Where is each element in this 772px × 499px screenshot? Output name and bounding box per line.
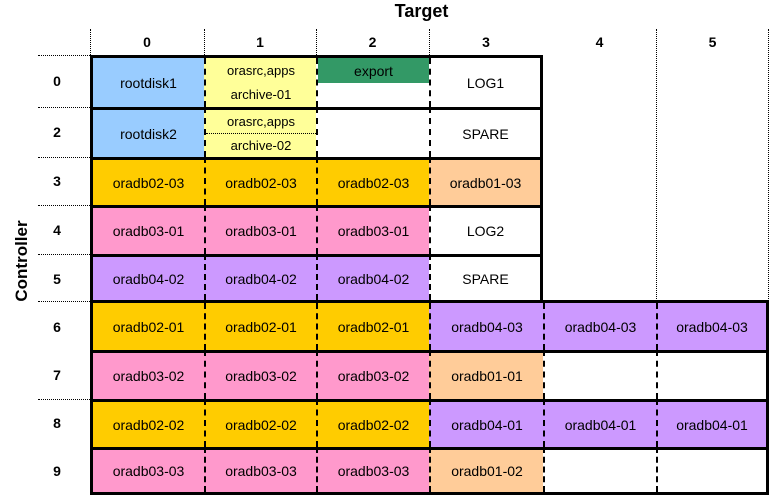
export-cell: export bbox=[318, 58, 429, 83]
column-header-4: 4 bbox=[595, 33, 604, 50]
row-header-0: 0 bbox=[53, 73, 61, 89]
disk-cell: oradb01-03 bbox=[429, 157, 540, 205]
disk-cell: oradb03-02 bbox=[204, 350, 316, 399]
disk-cell: oradb03-01 bbox=[316, 205, 429, 254]
row-header-3: 3 bbox=[53, 173, 61, 189]
disk-cell: export bbox=[316, 58, 429, 107]
disk-cell: oradb02-03 bbox=[316, 157, 429, 205]
dotted-guide-line bbox=[38, 399, 90, 400]
dotted-guide-line bbox=[38, 205, 90, 206]
dotted-guide-line bbox=[38, 157, 90, 158]
disk-cell: oradb04-01 bbox=[543, 399, 656, 447]
disk-cell bbox=[316, 107, 429, 157]
disk-cell bbox=[656, 447, 766, 492]
disk-cell: oradb02-01 bbox=[93, 303, 204, 350]
column-header-0: 0 bbox=[143, 33, 151, 50]
disk-cell-split: orasrc,apps archive-01 bbox=[204, 58, 316, 107]
grid-table-bottom: oradb02-01 oradb02-01 oradb02-01 oradb04… bbox=[90, 300, 769, 495]
column-header-3: 3 bbox=[482, 33, 490, 50]
row-header-2: 2 bbox=[53, 124, 61, 140]
disk-cell: oradb02-02 bbox=[316, 399, 429, 447]
row-header-6: 6 bbox=[53, 318, 61, 335]
disk-cell: oradb04-02 bbox=[316, 254, 429, 300]
disk-cell: LOG1 bbox=[429, 58, 540, 107]
dotted-guide-line bbox=[204, 29, 205, 55]
target-axis-title: Target bbox=[394, 1, 449, 21]
disk-cell: SPARE bbox=[429, 107, 540, 157]
dotted-guide-line bbox=[429, 29, 430, 55]
disk-cell: oradb04-01 bbox=[429, 399, 543, 447]
dotted-guide-line bbox=[316, 29, 317, 55]
disk-cell: oradb02-01 bbox=[204, 303, 316, 350]
grid-table-top: rootdisk1 orasrc,apps archive-01 export … bbox=[90, 55, 543, 303]
disk-cell: oradb01-02 bbox=[429, 447, 543, 492]
disk-cell: oradb03-01 bbox=[204, 205, 316, 254]
disk-cell: rootdisk1 bbox=[93, 58, 204, 107]
disk-cell-bottom-label: archive-02 bbox=[206, 133, 316, 157]
disk-cell-top-label: orasrc,apps bbox=[227, 114, 295, 129]
dotted-guide-line bbox=[38, 55, 90, 56]
disk-cell: oradb02-02 bbox=[204, 399, 316, 447]
dotted-guide-line bbox=[38, 107, 90, 108]
disk-cell bbox=[543, 350, 656, 399]
disk-cell: oradb03-03 bbox=[93, 447, 204, 492]
disk-cell: SPARE bbox=[429, 254, 540, 300]
row-header-7: 7 bbox=[53, 366, 61, 383]
disk-cell-top-label: orasrc,apps bbox=[227, 62, 295, 78]
disk-cell-split: orasrc,apps archive-02 bbox=[204, 107, 316, 157]
row-header-8: 8 bbox=[53, 415, 61, 431]
row-header-9: 9 bbox=[53, 463, 61, 479]
column-header-1: 1 bbox=[256, 33, 264, 50]
dotted-guide-line bbox=[90, 29, 91, 55]
dotted-guide-line bbox=[656, 29, 657, 301]
disk-cell: oradb03-02 bbox=[93, 350, 204, 399]
disk-cell: oradb02-03 bbox=[204, 157, 316, 205]
disk-cell: oradb02-03 bbox=[93, 157, 204, 205]
disk-cell: oradb01-01 bbox=[429, 350, 543, 399]
disk-cell: oradb04-01 bbox=[656, 399, 766, 447]
dotted-guide-line bbox=[768, 29, 769, 301]
row-header-5: 5 bbox=[53, 270, 61, 287]
column-header-2: 2 bbox=[368, 33, 377, 50]
disk-cell: oradb03-03 bbox=[204, 447, 316, 492]
disk-cell bbox=[656, 350, 766, 399]
disk-cell: oradb03-03 bbox=[316, 447, 429, 492]
column-header-5: 5 bbox=[708, 33, 717, 50]
row-header-4: 4 bbox=[53, 221, 61, 238]
disk-cell: oradb04-03 bbox=[656, 303, 766, 350]
disk-cell: LOG2 bbox=[429, 205, 540, 254]
disk-cell: oradb03-01 bbox=[93, 205, 204, 254]
dotted-guide-line bbox=[38, 301, 90, 302]
disk-cell: oradb02-01 bbox=[316, 303, 429, 350]
disk-cell-bottom-label: archive-01 bbox=[230, 87, 292, 103]
dotted-guide-line bbox=[38, 254, 90, 255]
disk-cell: oradb03-02 bbox=[316, 350, 429, 399]
disk-cell bbox=[543, 447, 656, 492]
disk-cell: oradb04-02 bbox=[93, 254, 204, 300]
disk-cell: oradb04-03 bbox=[543, 303, 656, 350]
disk-cell: oradb04-03 bbox=[429, 303, 543, 350]
disk-cell: oradb02-02 bbox=[93, 399, 204, 447]
disk-cell: rootdisk2 bbox=[93, 107, 204, 157]
disk-cell: oradb04-02 bbox=[204, 254, 316, 300]
